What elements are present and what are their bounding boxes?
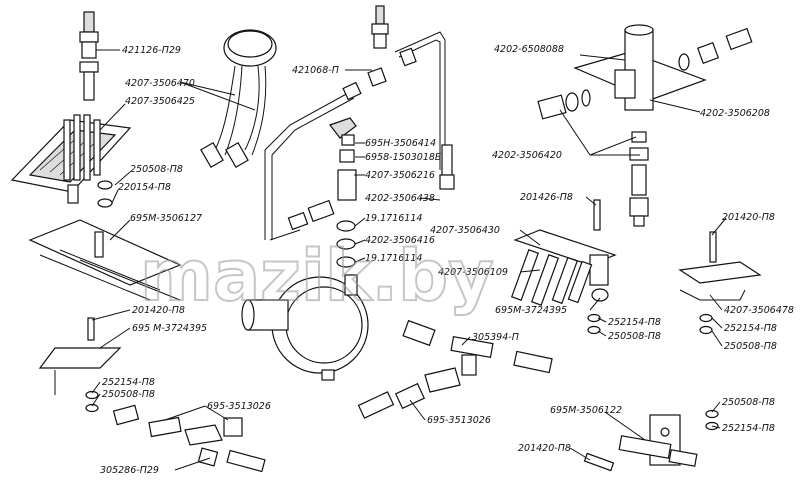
- label-201420-p8-a: 201420-П8: [722, 212, 775, 223]
- label-4207-3506470: 4207-3506470: [125, 78, 195, 89]
- label-4207-3506425: 4207-3506425: [125, 96, 195, 107]
- label-4207-3506109: 4207-3506109: [438, 267, 508, 278]
- label-250508-p8-c: 250508-П8: [724, 341, 777, 352]
- label-695m-3724395-a: 695М-3724395: [495, 305, 567, 316]
- tube-bracket-group: [510, 199, 617, 335]
- right-bracket-group: [678, 231, 762, 335]
- label-695m-3724395-b: 695 М-3724395: [132, 323, 207, 334]
- label-19-1716114-b: 19.1716114: [365, 253, 422, 264]
- label-695-3513026-b: 695-3513026: [427, 415, 491, 426]
- valve-stack-group: [287, 117, 357, 268]
- watermark: mazik.by: [140, 235, 494, 317]
- label-421068-p: 421068-П: [292, 65, 339, 76]
- leader-lines: [91, 49, 727, 471]
- label-250508-p8-e: 250508-П8: [722, 397, 775, 408]
- label-695n-3506414: 695Н-3506414: [365, 138, 436, 149]
- tee-clamp-group: [38, 317, 266, 473]
- label-250508-p8-b: 250508-П8: [608, 331, 661, 342]
- label-4207-3506478: 4207-3506478: [724, 305, 794, 316]
- part-labels: 421126-П29 4207-3506470 4207-3506425 250…: [100, 44, 794, 476]
- label-250508-p8-a: 250508-П8: [130, 164, 183, 175]
- pressure-gauge-group: [200, 29, 277, 168]
- label-4202-3506416: 4202-3506416: [365, 235, 435, 246]
- sensor-assembly-group: [10, 11, 132, 208]
- label-4202-3506438: 4202-3506438: [365, 193, 435, 204]
- label-252154-p8-b: 252154-П8: [724, 323, 777, 334]
- pipe-clamp-group: [583, 409, 719, 472]
- label-4202-3506420: 4202-3506420: [492, 150, 562, 161]
- label-252154-p8-a: 252154-П8: [608, 317, 661, 328]
- label-19-1716114-a: 19.1716114: [365, 213, 422, 224]
- label-252154-p8-c: 252154-П8: [102, 377, 155, 388]
- label-4207-3506216: 4207-3506216: [365, 170, 435, 181]
- label-6958-1503018b: 6958-1503018Б: [365, 152, 442, 163]
- label-201426-p8: 201426-П8: [520, 192, 573, 203]
- rail-bracket-group: [28, 219, 182, 301]
- label-695-3513026-a: 695-3513026: [207, 401, 271, 412]
- label-4202-6508088: 4202-6508088: [494, 44, 564, 55]
- label-305286-p29: 305286-П29: [100, 465, 159, 476]
- label-305394-p: 305394-П: [472, 332, 519, 343]
- label-4202-3506208: 4202-3506208: [700, 108, 770, 119]
- label-4207-3506430: 4207-3506430: [430, 225, 500, 236]
- label-220154-p8: 220154-П8: [118, 182, 171, 193]
- pipe-lines-group: [264, 5, 455, 241]
- brake-chamber-group: [241, 274, 369, 381]
- label-201420-p8-b: 201420-П8: [132, 305, 185, 316]
- label-250508-p8-d: 250508-П8: [102, 389, 155, 400]
- fittings-group: [357, 319, 553, 419]
- label-695m-3506122: 695М-3506122: [550, 405, 622, 416]
- label-201420-p8-c: 201420-П8: [518, 443, 571, 454]
- distributor-valve-group: [537, 24, 753, 227]
- label-252154-p8-d: 252154-П8: [722, 423, 775, 434]
- label-695m-3506127: 695М-3506127: [130, 213, 202, 224]
- label-421126-p29: 421126-П29: [122, 45, 181, 56]
